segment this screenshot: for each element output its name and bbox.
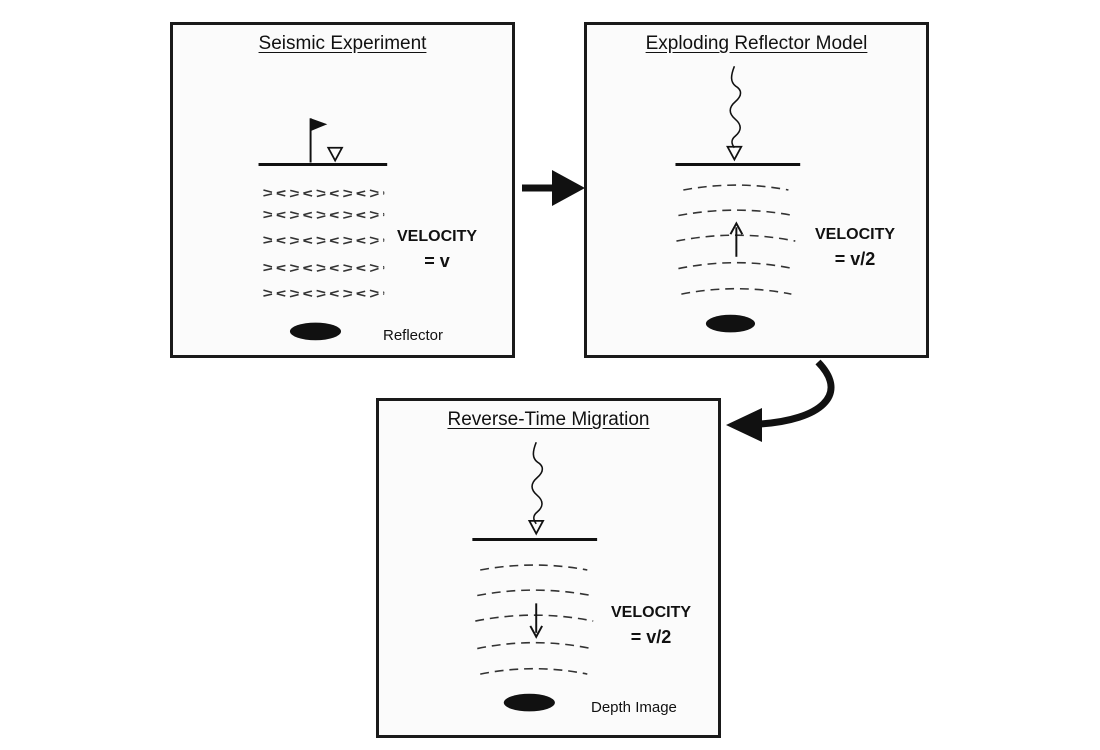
- velocity-word: VELOCITY: [397, 228, 478, 245]
- arrow-seismic-to-exploding: [522, 170, 585, 206]
- velocity-word: VELOCITY: [815, 226, 896, 243]
- velocity-label-rtm: VELOCITY = v/2: [611, 601, 691, 649]
- wavelet-icon: [729, 65, 742, 149]
- velocity-label-exploding: VELOCITY = v/2: [815, 223, 895, 271]
- panel-reverse-time-migration: Reverse-Time Migration VELOCITY = v/2 De…: [376, 398, 721, 738]
- ellipse-reflector-icon: [705, 314, 756, 333]
- ellipse-depth-image-icon: [503, 693, 555, 712]
- depth-image-label: Depth Image: [591, 699, 677, 716]
- velocity-value: = v/2: [630, 627, 672, 647]
- velocity-label-seismic: VELOCITY = v: [397, 225, 477, 273]
- panel-title-seismic: Seismic Experiment: [258, 33, 427, 54]
- panel-title-exploding: Exploding Reflector Model: [645, 33, 868, 54]
- panel-title-rtm: Reverse-Time Migration: [447, 409, 650, 430]
- wavelet-icon: [531, 441, 544, 525]
- seismic-experiment-drawing: [258, 118, 388, 341]
- exploding-reflector-drawing: [675, 65, 801, 333]
- down-arrow-icon: [529, 603, 543, 639]
- reverse-time-migration-drawing: [472, 441, 598, 712]
- arrow-exploding-to-rtm: [726, 359, 835, 442]
- panel-exploding-reflector-model: Exploding Reflector Model VELOCITY = v/2: [584, 22, 929, 358]
- up-arrow-icon: [729, 221, 744, 257]
- reflector-label: Reflector: [383, 327, 444, 344]
- ellipse-reflector-icon: [289, 322, 342, 341]
- triangle-receiver-icon: [726, 145, 743, 162]
- flag-icon: [309, 118, 328, 163]
- velocity-word: VELOCITY: [611, 604, 692, 621]
- wavefront-lines: [475, 564, 594, 675]
- raypath-lines: [263, 189, 385, 298]
- panel-seismic-experiment: Seismic Experiment VELOCITY = v Reflecto…: [170, 22, 515, 358]
- velocity-value: = v/2: [834, 249, 876, 269]
- triangle-receiver-icon: [527, 519, 545, 536]
- velocity-value: = v: [424, 251, 450, 271]
- triangle-receiver-icon: [326, 146, 344, 163]
